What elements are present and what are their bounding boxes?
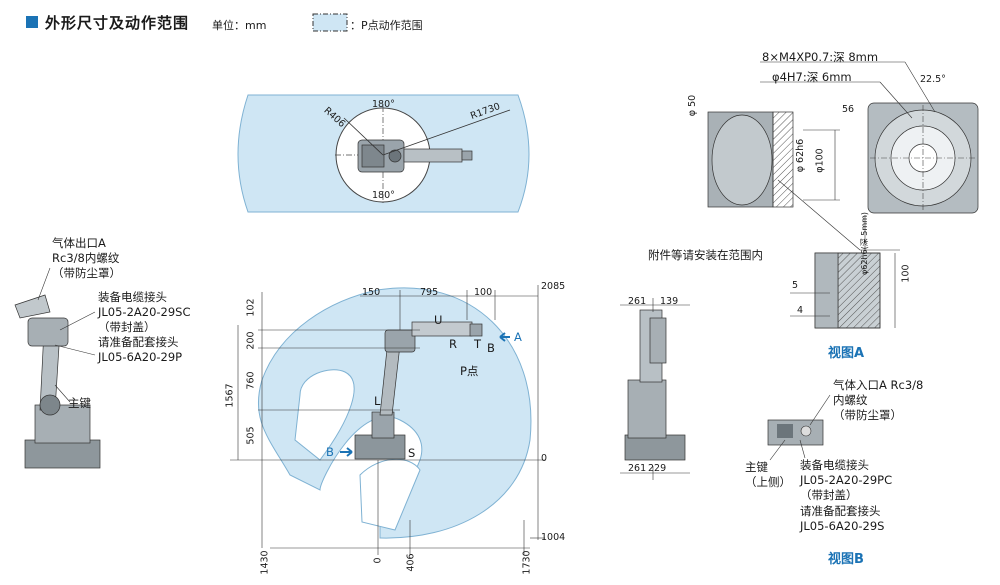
main-key-label: 主键 xyxy=(68,396,91,410)
page-title: 外形尺寸及动作范围 xyxy=(45,14,190,32)
top-view xyxy=(237,94,530,213)
axis-r-label: R xyxy=(449,337,457,351)
left-robot-drawing xyxy=(14,294,101,469)
view-b-air-inlet-label: 气体入口A Rc3/8 内螺纹 （带防尘罩） xyxy=(833,378,924,422)
view-a-angle-label: 22.5° xyxy=(920,74,946,85)
dim-1004: 1004 xyxy=(541,532,566,543)
view-a-phi50-label: φ 50 xyxy=(687,94,699,117)
view-b-cable-connector-label: 装备电缆接头 JL05-2A20-29PC （带封盖） xyxy=(800,458,893,502)
dim-100: 100 xyxy=(474,287,493,298)
dim-406: 406 xyxy=(405,553,417,572)
dim-1430: 1430 xyxy=(259,550,271,575)
side-view xyxy=(230,285,545,555)
legend-label: ：P点动作范围 xyxy=(350,19,423,32)
view-a-56-label: 56 xyxy=(842,104,855,115)
axis-u-label: U xyxy=(434,313,443,327)
arrow-a-icon xyxy=(499,332,510,342)
right-dim-229: 229 xyxy=(648,463,667,474)
arrow-b-label: B xyxy=(326,445,334,459)
view-a-title: 视图A xyxy=(828,346,865,361)
dim-505: 505 xyxy=(245,426,257,445)
top-view-robot xyxy=(357,139,473,173)
dim-102: 102 xyxy=(245,298,257,317)
dim-0-bottom: 0 xyxy=(372,557,384,564)
view-a-phi62h6-label: φ 62h6 xyxy=(795,138,807,173)
view-a-drawing xyxy=(707,61,979,329)
arrow-a-label: A xyxy=(514,330,522,344)
bottom-angle-label: 180° xyxy=(372,190,395,201)
right-robot-drawing xyxy=(624,309,686,461)
right-dim-261-top: 261 xyxy=(628,296,647,307)
view-b-drawing xyxy=(767,394,831,461)
view-a-depth-label: φ62h6(深 5mm) xyxy=(860,211,870,276)
right-dim-139: 139 xyxy=(660,296,679,307)
view-a-thread-label: 8×M4XP0.7:深 8mm xyxy=(762,50,879,64)
view-a-5-label: 5 xyxy=(792,280,799,291)
side-view-robot xyxy=(354,321,483,460)
dim-1730: 1730 xyxy=(521,550,533,575)
air-outlet-label: 气体出口A Rc3/8内螺纹 （带防尘罩） xyxy=(52,236,121,280)
p-point-label: P点 xyxy=(460,364,479,378)
mating-connector-label: 请准备配套接头 JL05-6A20-29P xyxy=(98,335,183,364)
view-a-4-label: 4 xyxy=(797,305,804,316)
view-b-mating-connector-label: 请准备配套接头 JL05-6A20-29S xyxy=(800,504,885,533)
view-b-title: 视图B xyxy=(828,552,864,567)
view-a-pin-label: φ4H7:深 6mm xyxy=(772,70,852,84)
dim-1567: 1567 xyxy=(224,383,236,408)
dim-0-right: 0 xyxy=(541,453,548,464)
unit-label: 单位：mm xyxy=(212,19,267,32)
arrow-b-icon xyxy=(340,447,353,457)
right-dim-261-bottom: 261 xyxy=(628,463,647,474)
view-b-main-key-label: 主键 （上侧） xyxy=(745,460,791,489)
dim-150: 150 xyxy=(362,287,381,298)
dim-795: 795 xyxy=(420,287,439,298)
view-a-note: 附件等请安装在范围内 xyxy=(648,248,763,262)
axis-b-label: B xyxy=(487,341,495,355)
view-a-100-label: 100 xyxy=(900,264,912,283)
dim-760: 760 xyxy=(245,371,257,390)
legend-range-swatch xyxy=(312,13,348,32)
top-angle-label: 180° xyxy=(372,99,395,110)
axis-t-label: T xyxy=(474,337,482,351)
axis-s-label: S xyxy=(408,446,416,460)
dim-200: 200 xyxy=(245,331,257,350)
dim-2085: 2085 xyxy=(541,281,566,292)
view-a-phi100-label: φ100 xyxy=(814,148,826,173)
cable-connector-label: 装备电缆接头 JL05-2A20-29SC （带封盖） xyxy=(98,290,191,334)
header-square-icon xyxy=(26,16,38,28)
axis-l-label: L xyxy=(374,394,381,408)
